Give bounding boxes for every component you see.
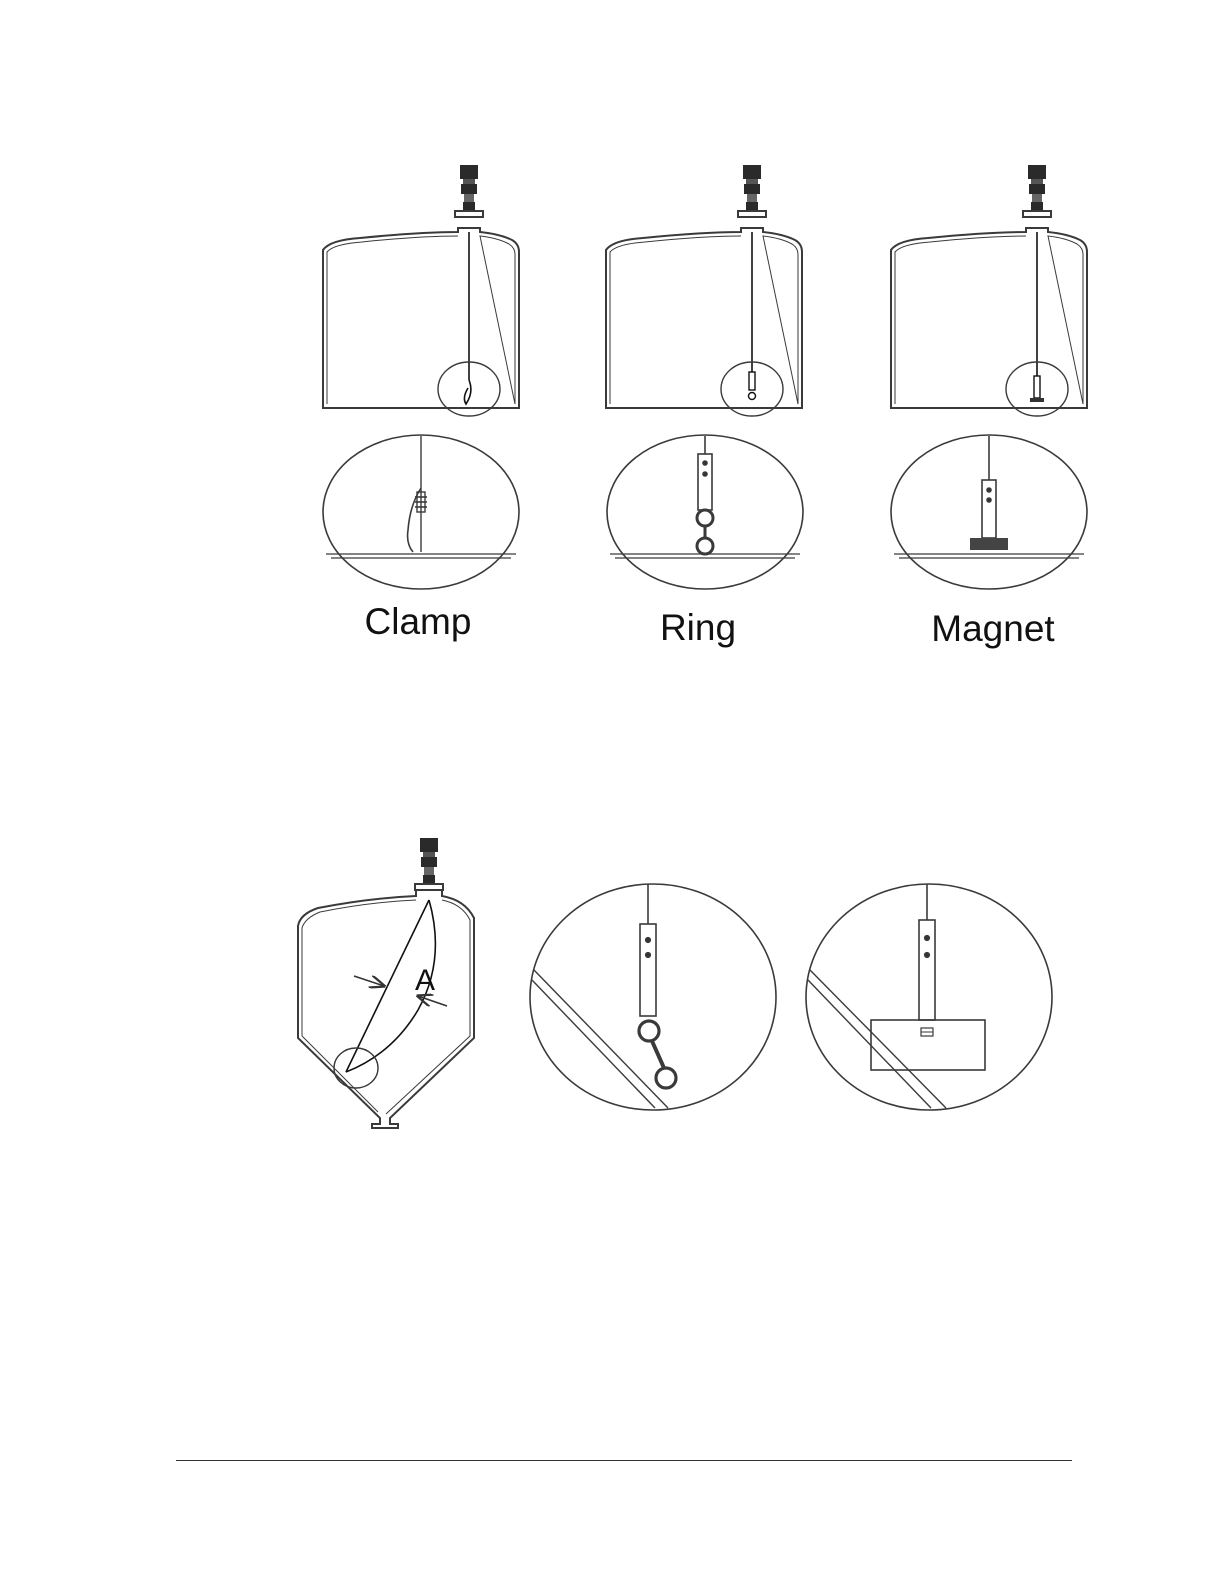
detail-magnet [891, 435, 1087, 589]
transmitter-icon [1023, 165, 1051, 217]
transmitter-icon [455, 165, 483, 217]
detail-ring-slope [530, 884, 776, 1110]
label-ring: Ring [660, 607, 736, 648]
vessel-ring [606, 228, 802, 416]
detail-magnet-slope [806, 884, 1052, 1110]
footer-rule [176, 1460, 1072, 1461]
vessel-clamp [323, 228, 519, 416]
silo-vessel [298, 890, 474, 1128]
transmitter-icon [415, 838, 443, 890]
transmitter-icon [738, 165, 766, 217]
offset-label: A [415, 964, 435, 997]
vessel-magnet [891, 228, 1087, 416]
label-magnet: Magnet [931, 608, 1055, 649]
detail-ring [607, 435, 803, 589]
detail-clamp [323, 435, 519, 589]
label-clamp: Clamp [365, 601, 472, 642]
